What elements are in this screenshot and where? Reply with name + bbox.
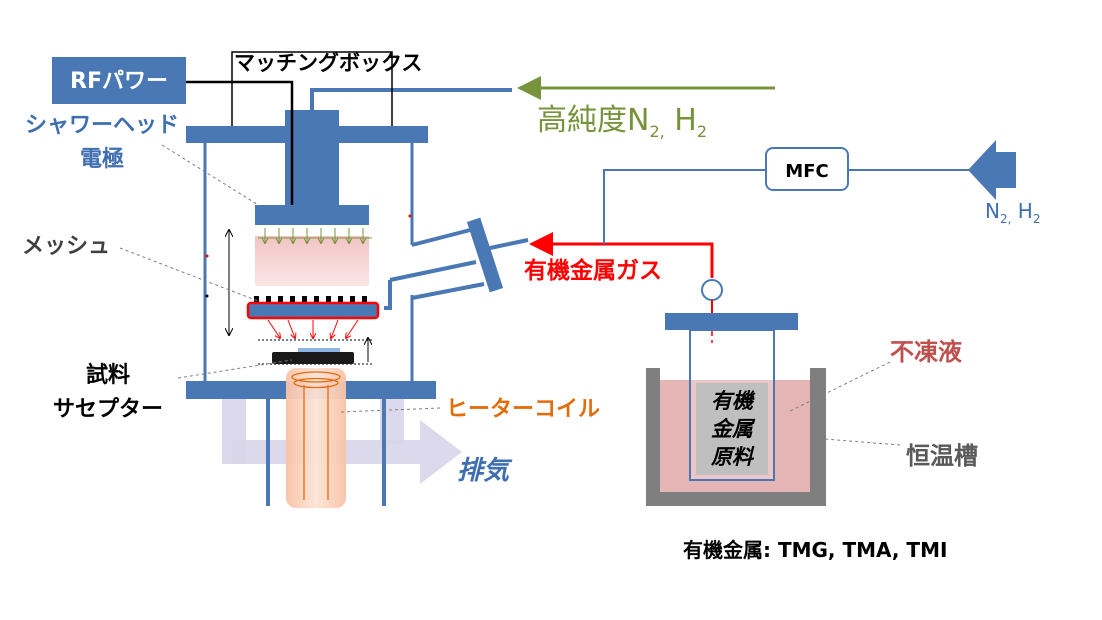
wall-dot — [205, 294, 209, 298]
organometallic-gas-label: 有機金属ガス — [524, 257, 662, 284]
heater-coil-label: ヒーターコイル — [446, 397, 600, 422]
matching-box-label: マッチングボックス — [234, 51, 422, 75]
shower-head-label: シャワーヘッド — [25, 113, 179, 138]
thermostatic-bath — [646, 368, 826, 506]
exhaust-label: 排気 — [457, 456, 513, 486]
mfc-box — [765, 147, 849, 191]
susceptor-label: サセプター — [53, 397, 163, 422]
carrier-gas-label: N2, H2 — [985, 199, 1040, 226]
sample — [298, 348, 340, 352]
rf-power-label: RFパワー — [70, 69, 168, 94]
rf-power-line — [186, 80, 294, 205]
carrier-gas-arrow — [968, 140, 1016, 200]
high-purity-gas-label: 高純度N2, H2 — [537, 103, 707, 141]
electrode-label: 電極 — [80, 146, 124, 172]
wall-dot — [408, 214, 412, 218]
shower-head-stem — [285, 110, 339, 206]
antifreeze-label: 不凍液 — [890, 338, 962, 366]
chamber — [203, 142, 414, 385]
matching-box-line — [231, 51, 393, 126]
wall-dot — [205, 254, 209, 258]
source-material-label-3: 原料 — [711, 445, 755, 469]
side-gas-tube — [384, 280, 392, 310]
mesh-electrode — [246, 296, 380, 320]
top-gas-line — [310, 88, 512, 110]
susceptor — [272, 352, 354, 364]
source-material-label-1: 有機 — [711, 389, 756, 413]
carrier-gas-line — [603, 169, 766, 244]
valve — [701, 279, 723, 301]
organometallic-gas-line — [529, 232, 714, 278]
organometallic-list-label: 有機金属: TMG, TMA, TMI — [683, 538, 947, 562]
side-gas-tube — [411, 226, 479, 247]
organometallic-flow-arrows — [267, 319, 359, 338]
shower-gas-arrows — [258, 228, 372, 243]
rf-power-box — [52, 57, 186, 104]
side-gas-tube — [389, 260, 477, 282]
mesh-label: メッシュ — [22, 234, 110, 259]
mfc-label: MFC — [785, 161, 828, 182]
bubbler-lid — [665, 313, 798, 330]
side-gas-tube — [411, 282, 485, 300]
plasma-region — [255, 236, 369, 286]
sample-label: 試料 — [86, 362, 130, 388]
source-material-label-2: 金属 — [711, 417, 756, 441]
heater-tube — [286, 368, 346, 508]
heater-coil — [291, 371, 341, 500]
side-flange — [466, 217, 504, 293]
leader-lines — [119, 144, 901, 446]
shower-head-electrode — [255, 205, 369, 225]
side-gas-tube — [489, 238, 529, 250]
thermostatic-bath-label: 恒温槽 — [906, 442, 978, 470]
source-material — [696, 383, 768, 475]
